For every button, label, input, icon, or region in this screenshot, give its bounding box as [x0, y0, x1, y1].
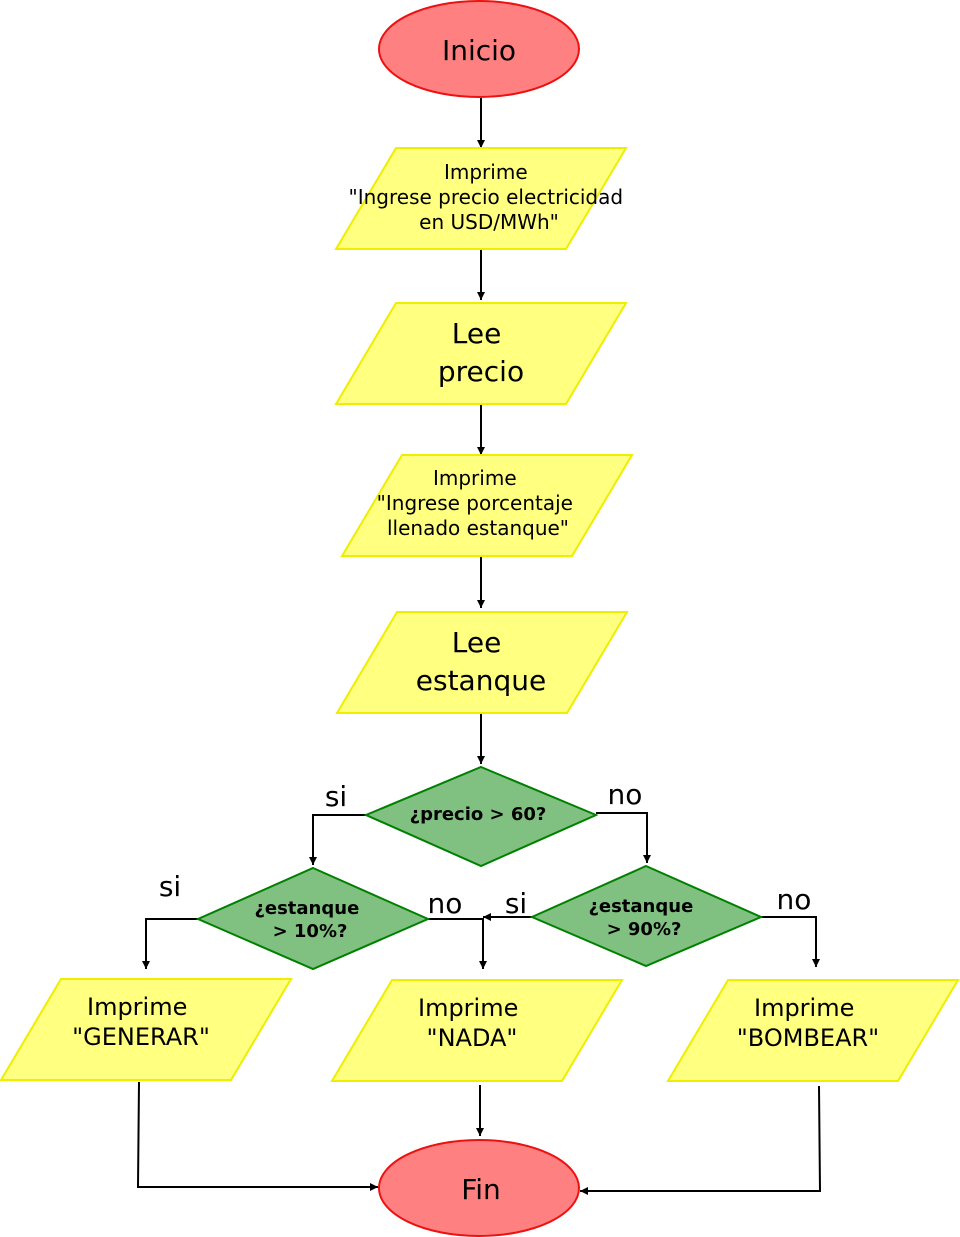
- start-ellipse: [378, 0, 580, 98]
- decision-tank-90-shape: [529, 864, 764, 968]
- end-label: Fin: [461, 1173, 501, 1206]
- start-terminal: Inicio: [378, 0, 580, 98]
- decision-tank-10-line-2: > 10%?: [273, 921, 348, 942]
- read-tank: Lee estanque: [335, 611, 629, 714]
- print-tank-prompt-shape: [340, 454, 634, 557]
- print-tank-prompt-line-3: llenado estanque": [387, 516, 569, 540]
- print-bombear-line-2: "BOMBEAR": [737, 1024, 879, 1052]
- read-price: Lee precio: [334, 302, 628, 405]
- print-tank-prompt: Imprime "Ingrese porcentaje llenado esta…: [340, 454, 634, 557]
- decision-tank-90-no-label: no: [777, 883, 812, 916]
- print-generar-line-1: Imprime: [87, 993, 187, 1021]
- decision-tank-10-line-1: ¿estanque: [254, 898, 359, 919]
- decision-tank-10-shape: [195, 866, 431, 971]
- print-bombear-line-1: Imprime: [754, 994, 854, 1022]
- connector-dec2-yes: [142, 918, 198, 969]
- read-tank-line-2: estanque: [416, 664, 546, 697]
- print-nada-line-1: Imprime: [418, 994, 518, 1022]
- connector-dec2-no: [428, 918, 487, 969]
- read-tank-line-1: Lee: [452, 626, 502, 659]
- decision-tank-90-yes-label: si: [505, 887, 527, 920]
- print-price-prompt-shape: [334, 147, 628, 250]
- print-generar-text: Imprime "GENERAR": [72, 993, 210, 1051]
- decision-tank-90: ¿estanque > 90%? si no: [505, 864, 812, 968]
- connector-dec3-no: [761, 916, 820, 967]
- read-tank-shape: [335, 611, 629, 714]
- decision-tank-90-line-2: > 90%?: [607, 919, 682, 940]
- read-price-text: Lee precio: [438, 317, 524, 388]
- connector-out1-end: [136, 1081, 378, 1191]
- decision-tank-10-no-label: no: [428, 887, 463, 920]
- read-price-line-2: precio: [438, 355, 524, 388]
- print-price-prompt-line-1: Imprime: [444, 160, 528, 184]
- print-nada: Imprime "NADA": [330, 979, 624, 1082]
- print-nada-text: Imprime "NADA": [418, 994, 526, 1052]
- decision-tank-10-yes-label: si: [159, 870, 181, 903]
- decision-price-shape: [363, 765, 599, 868]
- connector-out3-end: [580, 1085, 822, 1195]
- decision-tank-90-line-1: ¿estanque: [588, 896, 693, 917]
- print-bombear-shape: [666, 979, 960, 1082]
- print-generar: Imprime "GENERAR": [0, 978, 293, 1081]
- connector-dec1-no: [596, 812, 651, 863]
- start-label: Inicio: [442, 34, 516, 67]
- connector-dec1-yes: [309, 814, 366, 865]
- print-price-prompt-text: Imprime "Ingrese precio electricidad en …: [349, 160, 630, 234]
- decision-tank-10-text: ¿estanque > 10%?: [254, 898, 365, 942]
- decision-tank-10: ¿estanque > 10%? si no: [159, 866, 463, 971]
- print-generar-line-2: "GENERAR": [72, 1023, 210, 1051]
- print-price-prompt-line-3: en USD/MWh": [419, 210, 559, 234]
- read-tank-text: Lee estanque: [416, 626, 546, 697]
- print-tank-prompt-text: Imprime "Ingrese porcentaje llenado esta…: [377, 466, 580, 540]
- end-terminal: Fin: [378, 1139, 580, 1237]
- print-bombear-text: Imprime "BOMBEAR": [737, 994, 879, 1052]
- decision-price-no-label: no: [608, 778, 643, 811]
- print-bombear: Imprime "BOMBEAR": [666, 979, 960, 1082]
- connectors: [136, 98, 822, 1195]
- print-generar-shape: [0, 978, 293, 1081]
- print-nada-shape: [330, 979, 624, 1082]
- print-nada-line-2: "NADA": [427, 1024, 518, 1052]
- decision-price: ¿precio > 60? si no: [325, 765, 643, 868]
- decision-price-yes-label: si: [325, 780, 347, 813]
- read-price-shape: [334, 302, 628, 405]
- print-price-prompt: Imprime "Ingrese precio electricidad en …: [334, 147, 630, 250]
- decision-price-text: ¿precio > 60?: [410, 804, 547, 825]
- print-tank-prompt-line-2: "Ingrese porcentaje: [377, 491, 573, 515]
- decision-tank-90-text: ¿estanque > 90%?: [588, 896, 699, 940]
- print-tank-prompt-line-1: Imprime: [433, 466, 517, 490]
- read-price-line-1: Lee: [452, 317, 502, 350]
- print-price-prompt-line-2: "Ingrese precio electricidad: [349, 185, 624, 209]
- end-ellipse: [378, 1139, 580, 1237]
